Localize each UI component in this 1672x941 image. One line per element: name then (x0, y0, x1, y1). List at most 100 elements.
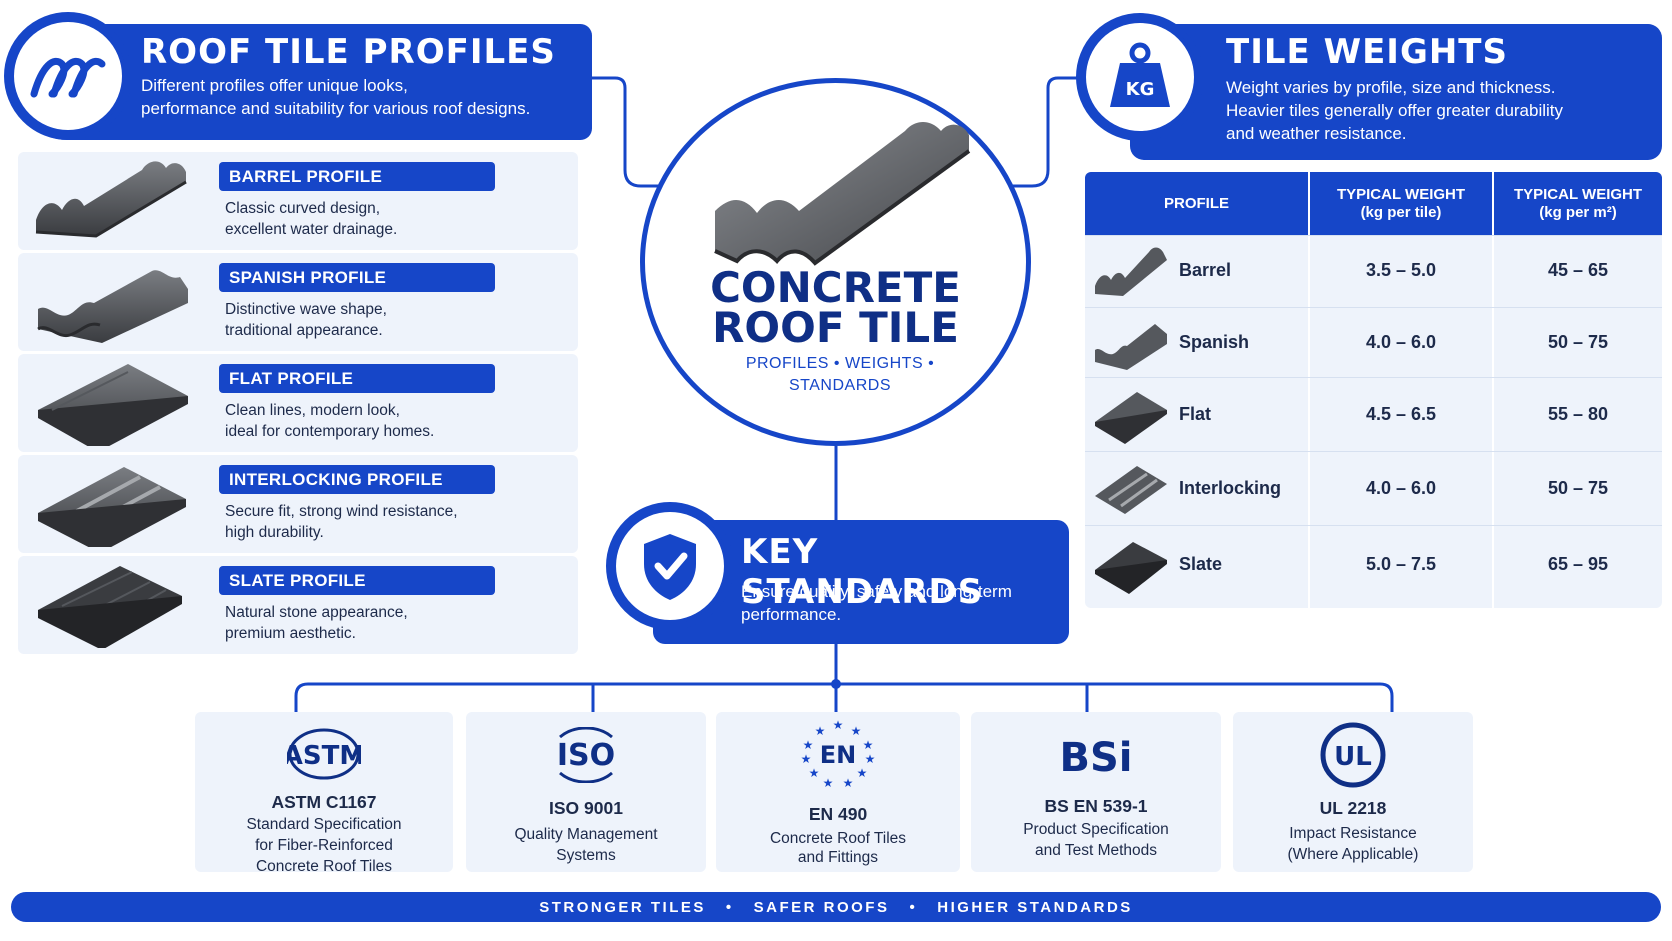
profiles-header: ROOF TILE PROFILES Different profiles of… (4, 12, 592, 140)
profiles-header-badge (4, 12, 132, 140)
cell-per-m2: 50 – 75 (1547, 478, 1609, 498)
profile-name: BARREL PROFILE (219, 162, 495, 191)
svg-text:UL: UL (1334, 742, 1372, 772)
standard-desc-line1: Standard Specification (246, 816, 402, 833)
cell-per-tile: 4.5 – 6.5 (1365, 404, 1437, 424)
standard-code: UL 2218 (1319, 798, 1387, 818)
svg-text:EN: EN (820, 741, 856, 769)
weights-subtitle-line1: Weight varies by profile, size and thick… (1226, 78, 1556, 97)
svg-text:ISO: ISO (557, 738, 615, 773)
weights-subtitle-line2: Heavier tiles generally offer greater du… (1226, 101, 1564, 120)
profile-name: SPANISH PROFILE (219, 263, 495, 292)
header-per-tile: TYPICAL WEIGHT(kg per tile) (1310, 172, 1492, 235)
bsi-logo: BSi (971, 722, 1221, 788)
svg-text:★: ★ (815, 724, 826, 738)
standards-subtitle-line2: performance. (741, 605, 842, 624)
en-logo: ★★★★ ★★★★ ★★★ EN (716, 719, 960, 790)
standards-title: KEY STANDARDS (741, 532, 984, 612)
profile-description: Classic curved design,excellent water dr… (225, 200, 398, 238)
svg-text:★: ★ (865, 752, 876, 766)
svg-text:★: ★ (809, 766, 820, 780)
profile-card-barrel: BARREL PROFILE Classic curved design,exc… (18, 152, 578, 250)
standard-code: BS EN 539-1 (1044, 796, 1148, 816)
barrel-tile-image (35, 161, 187, 238)
profiles-subtitle-line1: Different profiles offer unique looks, (141, 76, 408, 95)
svg-text:ASTM: ASTM (287, 741, 361, 771)
barrel-thumb (1095, 247, 1167, 296)
flat-tile-image (38, 364, 188, 446)
standard-desc-line1: Impact Resistance (1289, 825, 1417, 842)
cell-per-tile: 4.0 – 6.0 (1365, 332, 1437, 352)
cell-per-m2: 55 – 80 (1547, 404, 1609, 424)
svg-text:★: ★ (857, 766, 868, 780)
table-row: Barrel 3.5 – 5.0 45 – 65 (1085, 235, 1662, 307)
svg-text:KG: KG (1126, 79, 1155, 100)
footer-banner: STRONGER TILES • SAFER ROOFS • HIGHER ST… (11, 892, 1661, 922)
svg-text:BSi: BSi (1059, 735, 1132, 781)
svg-text:★: ★ (803, 738, 814, 752)
svg-text:★: ★ (801, 752, 812, 766)
standard-card-bsi: BSi BS EN 539-1 Product Specification an… (971, 712, 1221, 872)
center-title-line2: ROOF TILE (712, 303, 959, 352)
slate-tile-image (38, 566, 182, 648)
cell-per-m2: 65 – 95 (1547, 554, 1609, 574)
svg-text:★: ★ (823, 776, 834, 790)
svg-text:★: ★ (851, 724, 862, 738)
standard-desc-line1: Concrete Roof Tiles (769, 830, 907, 847)
cell-profile: Flat (1179, 404, 1212, 424)
standards-header-badge (606, 502, 734, 630)
column-divider (1308, 172, 1310, 608)
weights-subtitle-line3: and weather resistance. (1226, 124, 1407, 143)
flat-thumb (1095, 392, 1167, 444)
profile-description: Clean lines, modern look,ideal for conte… (225, 402, 435, 440)
standard-code: ISO 9001 (549, 798, 623, 818)
header-per-m2: TYPICAL WEIGHT(kg per m²) (1494, 172, 1662, 235)
table-row: Flat 4.5 – 6.5 55 – 80 (1085, 377, 1662, 451)
standard-desc-line1: Product Specification (1023, 821, 1169, 838)
profile-name: FLAT PROFILE (219, 364, 495, 393)
standard-card-ul: UL UL 2218 Impact Resistance (Where Appl… (1233, 712, 1473, 872)
table-row: Interlocking 4.0 – 6.0 50 – 75 (1085, 451, 1662, 525)
cell-per-tile: 3.5 – 5.0 (1365, 260, 1437, 280)
profile-card-spanish: SPANISH PROFILE Distinctive wave shape,t… (18, 253, 578, 351)
profiles-subtitle-line2: performance and suitability for various … (141, 99, 531, 118)
cell-per-m2: 50 – 75 (1547, 332, 1609, 352)
profile-card-slate: SLATE PROFILE Natural stone appearance,p… (18, 556, 578, 654)
weights-table: PROFILE TYPICAL WEIGHT(kg per tile) TYPI… (1085, 172, 1662, 608)
standard-card-en: ★★★★ ★★★★ ★★★ EN EN 490 Concrete Roof Ti… (716, 712, 960, 872)
standard-code: ASTM C1167 (271, 792, 377, 812)
standard-desc-line1: Quality Management (514, 826, 658, 843)
profile-name: INTERLOCKING PROFILE (219, 465, 495, 494)
cell-profile: Barrel (1179, 260, 1232, 280)
weights-header-badge: KG (1076, 13, 1204, 141)
svg-text:★: ★ (843, 776, 854, 790)
ul-logo: UL (1233, 722, 1473, 788)
footer-text: STRONGER TILES • SAFER ROOFS • HIGHER ST… (539, 898, 1133, 916)
profile-card-interlocking: INTERLOCKING PROFILE Secure fit, strong … (18, 455, 578, 553)
cell-per-tile: 4.0 – 6.0 (1365, 478, 1437, 498)
svg-text:★: ★ (833, 719, 844, 732)
concrete-tile-image (714, 122, 971, 266)
weights-header: TILE WEIGHTS Weight varies by profile, s… (1130, 24, 1662, 160)
spanish-tile-image (37, 270, 188, 343)
standard-desc-line2: and Test Methods (1034, 842, 1158, 859)
slate-thumb (1095, 542, 1167, 594)
interlocking-tile-image (38, 467, 186, 547)
standard-desc-line2: for Fiber-Reinforced (255, 837, 393, 854)
cell-per-m2: 45 – 65 (1547, 260, 1609, 280)
astm-logo: ASTM (195, 722, 453, 788)
weights-title: TILE WEIGHTS (1226, 32, 1508, 72)
profile-description: Secure fit, strong wind resistance,high … (225, 503, 458, 541)
profile-name: SLATE PROFILE (219, 566, 495, 595)
header-profile: PROFILE (1085, 172, 1308, 235)
cell-profile: Spanish (1179, 332, 1250, 352)
standards-subtitle-line1: Ensure quality, safety and long-term (741, 582, 1012, 601)
standard-desc-line3: Concrete Roof Tiles (255, 858, 393, 875)
table-row: Slate 5.0 – 7.5 65 – 95 (1085, 525, 1662, 608)
svg-text:★: ★ (863, 738, 874, 752)
roof-tile-wave-icon (30, 57, 106, 98)
spanish-thumb (1095, 324, 1167, 370)
cell-per-tile: 5.0 – 7.5 (1365, 554, 1437, 574)
column-divider (1492, 172, 1494, 608)
center-title-line1: CONCRETE (710, 263, 961, 312)
